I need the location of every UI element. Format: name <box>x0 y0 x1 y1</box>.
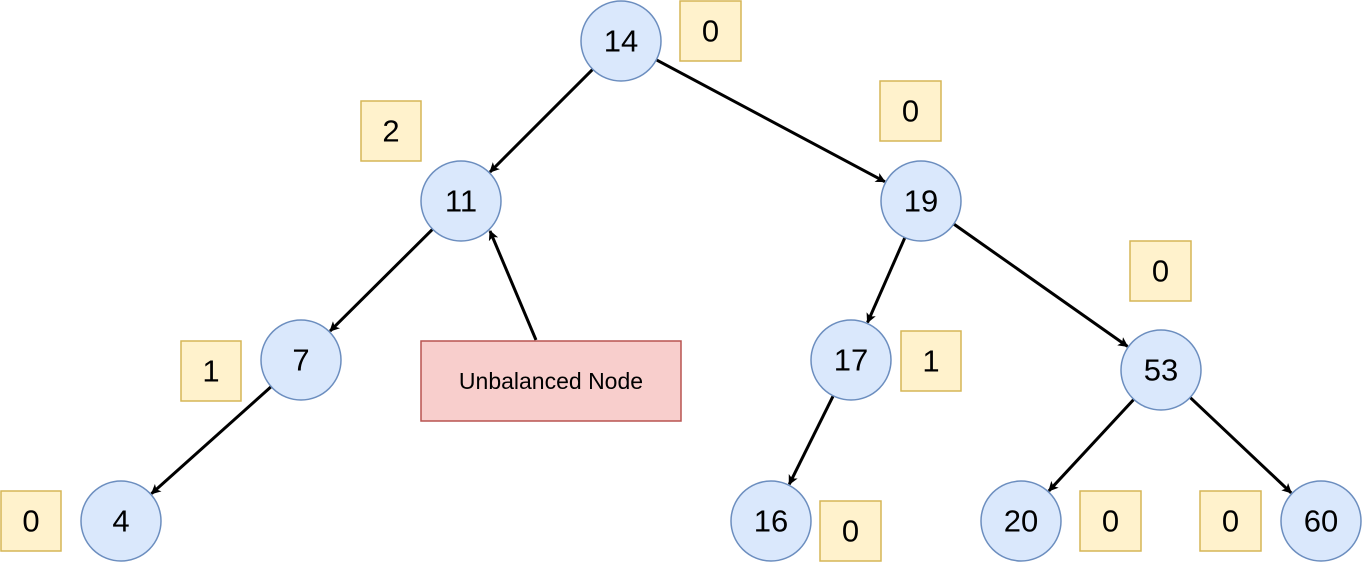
svg-text:14: 14 <box>604 24 638 59</box>
nodes-layer: 14 11 19 7 17 53 4 16 <box>80 0 1362 562</box>
tree-node: 4 <box>80 480 162 562</box>
tree-node: 7 <box>260 319 342 401</box>
balance-factor-box: 0 <box>1129 240 1192 302</box>
svg-text:17: 17 <box>834 343 868 378</box>
svg-text:11: 11 <box>445 184 477 219</box>
svg-text:0: 0 <box>1152 254 1169 289</box>
callout-label: Unbalanced Node <box>459 368 643 394</box>
tree-edge <box>866 237 907 324</box>
balance-factor-box: 1 <box>180 340 242 402</box>
tree-edge <box>488 68 594 174</box>
tree-node: 19 <box>880 160 962 242</box>
tree-node: 60 <box>1280 480 1362 562</box>
tree-edge <box>329 228 434 333</box>
tree-edge <box>150 385 273 495</box>
svg-text:16: 16 <box>754 504 788 539</box>
svg-text:0: 0 <box>1222 504 1239 539</box>
balance-factor-box: 0 <box>0 490 62 552</box>
tree-node: 14 <box>580 0 662 82</box>
svg-text:20: 20 <box>1004 504 1038 539</box>
callout-box <box>420 340 682 422</box>
balance-factor-boxes: 0 2 0 1 1 0 0 0 <box>0 0 1262 562</box>
svg-text:7: 7 <box>292 343 309 378</box>
edges-layer <box>150 58 1293 495</box>
svg-text:60: 60 <box>1304 504 1338 539</box>
tree-edge <box>787 395 835 486</box>
svg-text:0: 0 <box>842 514 859 549</box>
tree-edge <box>952 222 1129 348</box>
tree-node: 53 <box>1120 329 1202 411</box>
tree-edge <box>655 58 886 184</box>
tree-edge <box>1189 396 1293 494</box>
svg-text:53: 53 <box>1144 353 1178 388</box>
svg-text:0: 0 <box>702 14 719 49</box>
balance-factor-box: 2 <box>360 100 422 162</box>
svg-text:0: 0 <box>22 504 39 539</box>
callout-arrow <box>488 230 538 341</box>
svg-text:0: 0 <box>1102 504 1119 539</box>
tree-node: 20 <box>980 480 1062 562</box>
balance-factor-box: 0 <box>879 80 942 142</box>
balance-factor-box: 0 <box>819 500 882 562</box>
svg-text:1: 1 <box>202 354 219 389</box>
svg-text:4: 4 <box>112 504 129 539</box>
balance-factor-box: 0 <box>679 0 742 62</box>
balance-factor-box: 1 <box>900 330 962 392</box>
tree-edge <box>1047 398 1135 492</box>
svg-text:1: 1 <box>922 344 939 379</box>
balance-factor-box: 0 <box>1079 490 1142 552</box>
unbalanced-node-callout: Unbalanced Node <box>420 230 682 422</box>
svg-text:0: 0 <box>902 94 919 129</box>
tree-node: 11 <box>420 160 502 242</box>
balance-factor-box: 0 <box>1199 490 1262 552</box>
tree-node: 17 <box>810 319 892 401</box>
svg-text:2: 2 <box>382 114 399 149</box>
svg-text:19: 19 <box>904 184 938 219</box>
tree-node: 16 <box>730 480 812 562</box>
